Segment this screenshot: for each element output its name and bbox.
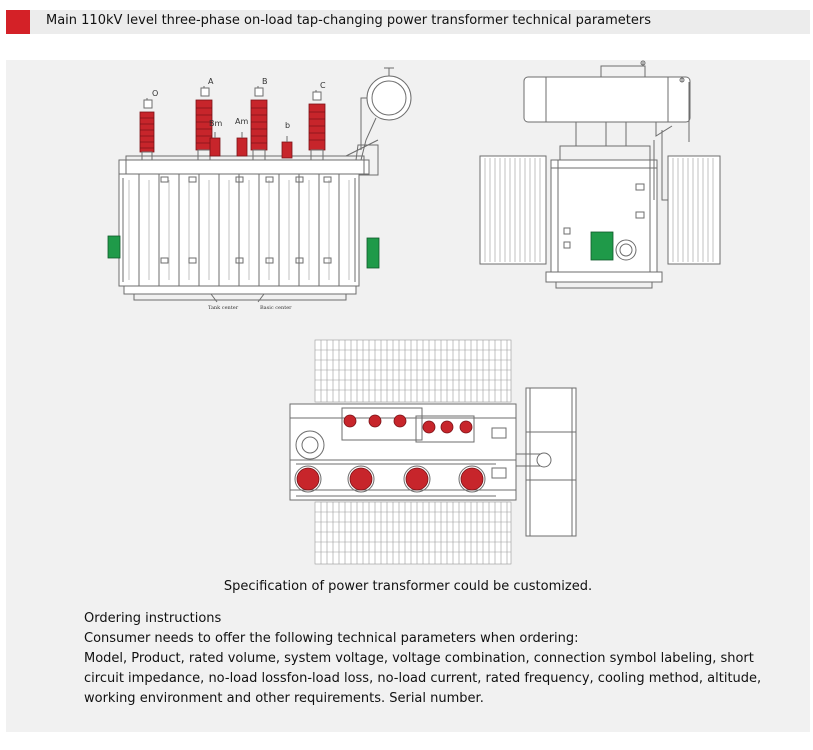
ordering-intro: Consumer needs to offer the following te…: [84, 631, 579, 646]
lv-bushings: [209, 132, 293, 159]
terminal-box-side: [590, 231, 614, 261]
transformer-side-view-drawing: [479, 60, 721, 289]
hv-bushings: [139, 86, 326, 161]
top-view-hv-bushings: [294, 465, 486, 493]
tank-center-label: Tank center: [208, 305, 239, 311]
terminal-box-right: [366, 237, 380, 269]
bushing-label-b-upper: B: [262, 77, 268, 86]
ordering-instructions: Ordering instructions Consumer needs to …: [84, 609, 774, 709]
top-view-lv-bushings: [343, 414, 473, 434]
basic-center-label: Basic center: [260, 305, 292, 311]
bushing-label-c: C: [320, 81, 326, 90]
bushing-label-b-lower: b: [285, 121, 290, 130]
bottom-radiators: [314, 501, 512, 565]
bushing-label-o: O: [152, 89, 158, 98]
terminal-box-left: [107, 235, 121, 259]
bushing-label-am: Am: [235, 117, 248, 126]
ordering-details: Model, Product, rated volume, system vol…: [84, 651, 762, 706]
header-red-marker: [6, 10, 30, 34]
transformer-top-view-drawing: [289, 339, 577, 565]
bushing-label-a: A: [208, 77, 214, 86]
section-header: Main 110kV level three-phase on-load tap…: [6, 10, 810, 34]
customization-caption: Specification of power transformer could…: [223, 579, 593, 594]
ordering-title: Ordering instructions: [84, 611, 222, 626]
top-radiators: [314, 339, 512, 403]
bushing-label-bm: Bm: [209, 119, 222, 128]
section-title: Main 110kV level three-phase on-load tap…: [46, 13, 652, 28]
transformer-front-view-drawing: Tank center Basic center: [107, 67, 412, 311]
drawing-panel: Tank center Basic center: [6, 60, 810, 732]
